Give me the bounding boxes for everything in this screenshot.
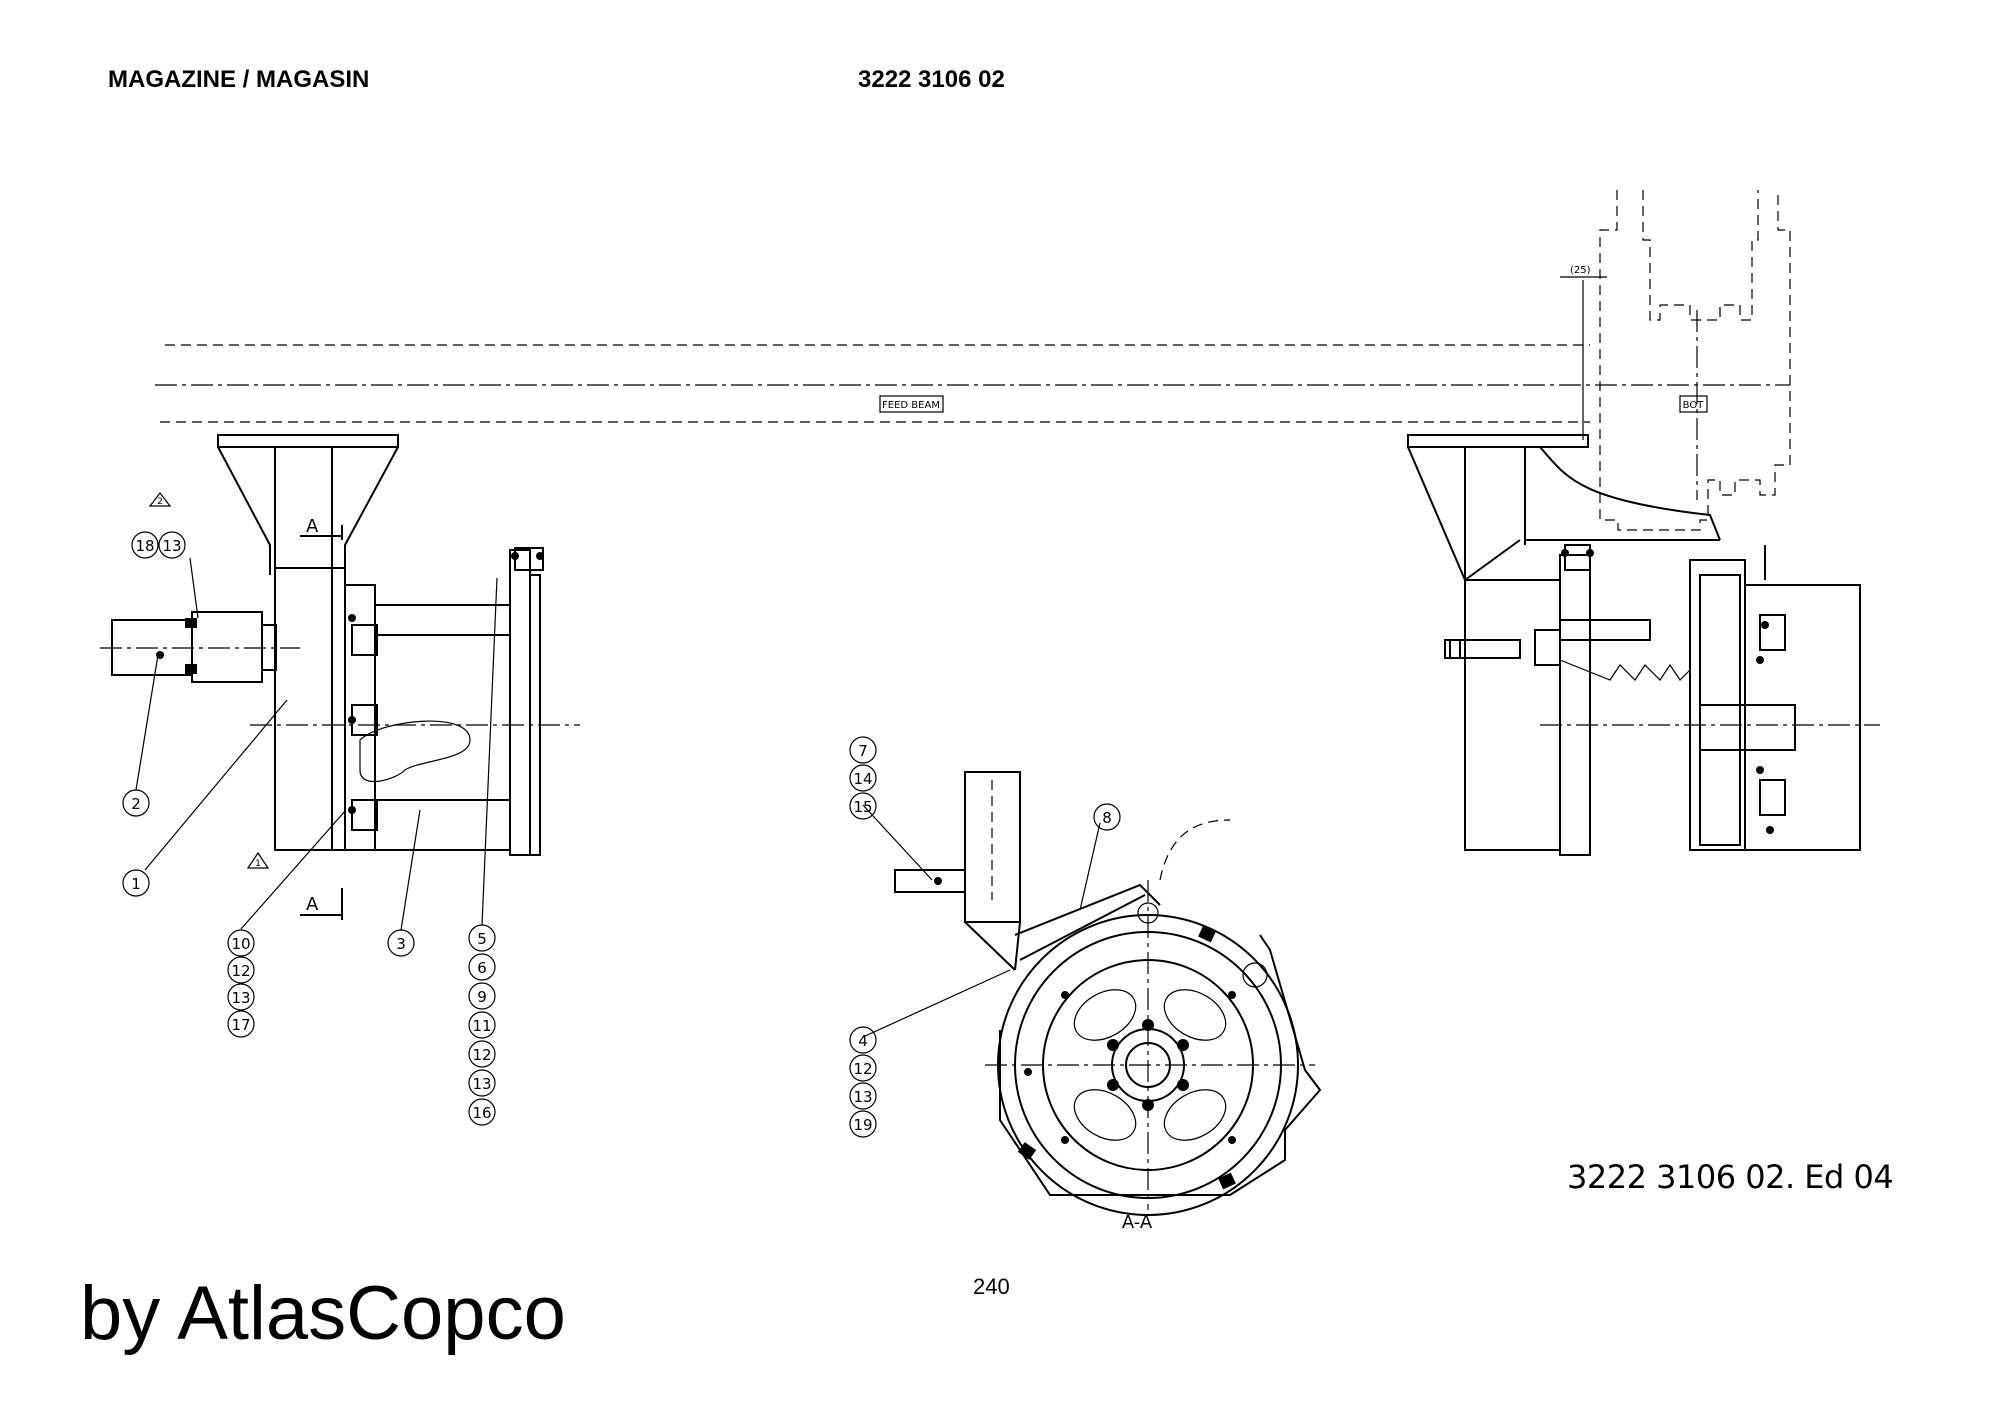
bot-label: BOT [1683, 400, 1705, 411]
section-view-label: A-A [1122, 1212, 1153, 1233]
balloon-1: 1 [131, 875, 141, 893]
left-view: A A 2 1 [100, 434, 580, 931]
balloon-13: 13 [853, 1088, 872, 1106]
right-view [1407, 434, 1880, 856]
page-title: MAGAZINE / MAGASIN [108, 66, 370, 93]
section-view: A-A [862, 771, 1322, 1233]
brand-watermark: by AtlasCopco [80, 1271, 566, 1356]
section-marker-bottom: A [306, 894, 319, 915]
part-number: 3222 3106 02 [858, 66, 1005, 93]
balloon-16: 16 [472, 1104, 491, 1122]
balloon-14: 14 [853, 770, 872, 788]
balloon-17: 17 [231, 1016, 250, 1034]
balloon-7: 7 [858, 742, 868, 760]
balloons-section: 7 14 15 8 4 12 13 19 [849, 736, 1121, 1138]
balloon-13: 13 [231, 989, 250, 1007]
revision-triangle-1: 1 [255, 859, 261, 869]
revision-triangle-2: 2 [157, 497, 163, 507]
dimension-label: (25) [1570, 265, 1591, 276]
balloon-2: 2 [131, 795, 141, 813]
balloon-18: 18 [135, 537, 154, 555]
balloon-11: 11 [472, 1017, 491, 1035]
feed-beam-outline: FEED BEAM [155, 344, 1790, 423]
page-number: 240 [973, 1274, 1010, 1299]
balloon-9: 9 [477, 988, 487, 1006]
balloons-left: 18 13 2 1 3 10 12 13 17 5 6 9 11 12 13 1… [122, 531, 496, 1126]
edition-label: 3222 3106 02. Ed 04 [1567, 1158, 1894, 1196]
balloon-5: 5 [477, 930, 487, 948]
balloon-12: 12 [472, 1046, 491, 1064]
feed-beam-label: FEED BEAM [882, 400, 940, 411]
balloon-19: 19 [853, 1116, 872, 1134]
balloon-12: 12 [231, 962, 250, 980]
balloon-12: 12 [853, 1060, 872, 1078]
balloon-6: 6 [477, 959, 487, 977]
bit-outline: (25) BOT [1560, 190, 1791, 531]
balloon-13: 13 [472, 1075, 491, 1093]
balloon-13: 13 [162, 537, 181, 555]
balloon-8: 8 [1102, 809, 1112, 827]
balloon-10: 10 [231, 935, 250, 953]
balloon-15: 15 [853, 798, 872, 816]
balloon-3: 3 [396, 935, 406, 953]
section-marker-top: A [306, 516, 319, 537]
balloon-4: 4 [858, 1032, 868, 1050]
